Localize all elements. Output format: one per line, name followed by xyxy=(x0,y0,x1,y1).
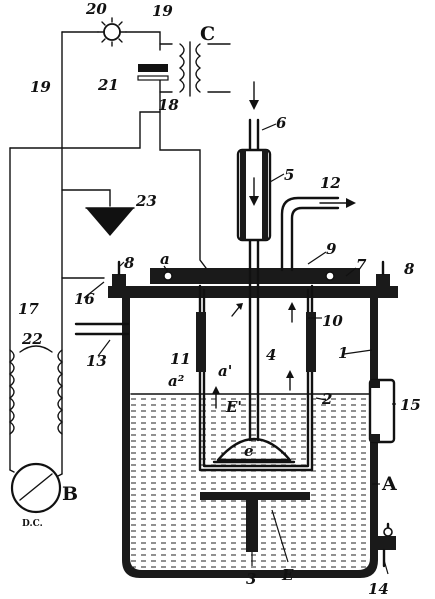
plate-E xyxy=(200,492,310,500)
label-A: A xyxy=(381,473,397,495)
label-22: 22 xyxy=(21,330,43,348)
vessel-flange xyxy=(108,286,398,298)
inner-cylinder xyxy=(196,284,316,472)
label-6: 6 xyxy=(276,114,287,132)
outlet-pipe xyxy=(280,196,356,272)
label-3: 3 xyxy=(246,570,256,588)
label-10: 10 xyxy=(322,312,343,330)
bolt-left xyxy=(112,274,126,290)
label-14: 14 xyxy=(368,580,389,598)
label-4: 4 xyxy=(266,346,276,364)
label-7: 7 xyxy=(356,256,367,274)
label-a-prime: a' xyxy=(218,362,232,380)
label-2: 2 xyxy=(321,390,332,408)
label-dc: D.C. xyxy=(22,519,43,529)
label-5: 5 xyxy=(284,166,294,184)
spark-gap xyxy=(103,23,121,41)
label-8-left: 8 xyxy=(124,254,135,272)
wiring xyxy=(8,17,231,514)
electrode-bell xyxy=(200,437,310,552)
label-20: 20 xyxy=(85,0,107,18)
bolt-right xyxy=(376,274,390,290)
label-1: 1 xyxy=(338,344,348,362)
label-C: C xyxy=(200,23,215,45)
label-17: 17 xyxy=(18,300,39,318)
label-e: e xyxy=(244,442,254,460)
label-16: 16 xyxy=(74,290,95,308)
dc-generator xyxy=(10,462,62,514)
label-B: B xyxy=(62,483,78,505)
cylinder-band-left xyxy=(196,312,206,372)
label-11: 11 xyxy=(170,350,191,368)
lid-plate xyxy=(150,268,360,284)
side-pipe xyxy=(74,322,130,336)
electrode-rod xyxy=(236,81,272,442)
label-19-left: 19 xyxy=(30,78,51,96)
label-E-prime: E' xyxy=(225,398,242,416)
label-19-top: 19 xyxy=(152,2,173,20)
label-a2: a² xyxy=(168,372,185,390)
base-post xyxy=(246,500,258,552)
label-23: 23 xyxy=(135,192,157,210)
drain-tap xyxy=(370,522,396,568)
label-a: a xyxy=(160,250,170,268)
sight-glass xyxy=(368,378,396,444)
label-9: 9 xyxy=(326,240,337,258)
label-8-right: 8 xyxy=(404,260,415,278)
lid xyxy=(112,260,390,290)
label-E: E xyxy=(281,566,294,584)
label-21: 21 xyxy=(97,76,119,94)
label-13: 13 xyxy=(86,352,107,370)
flow-arrows xyxy=(212,302,296,409)
label-12: 12 xyxy=(320,174,341,192)
cylinder-band-right xyxy=(306,312,316,372)
condenser xyxy=(138,64,168,72)
leader-lines xyxy=(83,123,396,575)
label-15: 15 xyxy=(400,396,421,414)
labels: 1 2 3 4 5 6 7 8 8 9 10 11 12 13 14 15 16… xyxy=(18,0,421,598)
label-18: 18 xyxy=(158,96,179,114)
